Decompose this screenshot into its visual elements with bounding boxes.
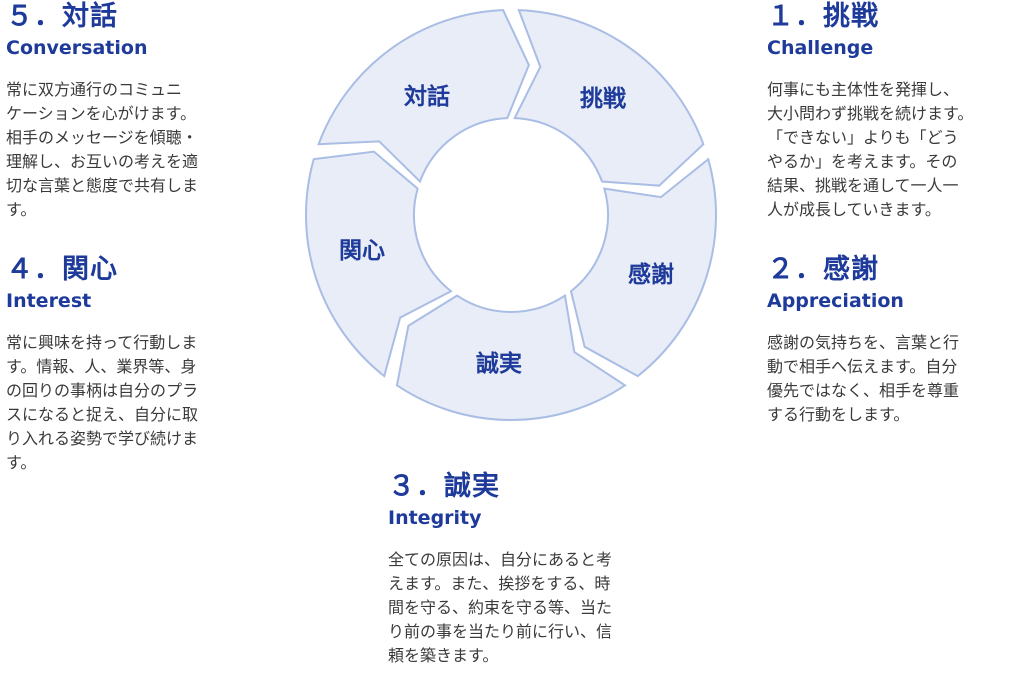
conversation-description: 常に双方通行のコミュニ ケーションを心がけます。 相手のメッセージを傾聴・ 理解… [6, 80, 199, 219]
conversation-heading: ５．対話 [6, 1, 118, 32]
cycle-label-integrity: 誠実 [476, 350, 522, 377]
integrity-subheading: Integrity [388, 507, 482, 529]
challenge-subheading: Challenge [767, 37, 874, 59]
value-block-conversation: ５．対話 Conversation 常に双方通行のコミュニ ケーションを心がけま… [6, 0, 256, 222]
cycle-segment-conversation [317, 9, 530, 184]
cycle-segment-appreciation [569, 157, 717, 378]
integrity-description: 全ての原因は、自分にあると考 えます。また、挨拶をする、時 間を守る、約束を守る… [388, 550, 613, 665]
interest-description: 常に興味を持って行動しま す。情報、人、業界等、身 の回りの事柄は自分のプラ ス… [6, 333, 199, 472]
appreciation-description: 感謝の気持ちを、言葉と行 動で相手へ伝えます。自分 優先ではなく、相手を尊重 す… [767, 333, 960, 424]
value-block-challenge: １．挑戦 Challenge 何事にも主体性を発揮し、 大小問わず挑戦を続けます… [767, 0, 1022, 222]
cycle-label-interest: 関心 [339, 238, 385, 264]
challenge-description: 何事にも主体性を発揮し、 大小問わず挑戦を続けます。 「できない」よりも「どう … [767, 80, 974, 219]
cycle-label-challenge: 挑戦 [580, 86, 626, 112]
challenge-heading: １．挑戦 [767, 1, 879, 32]
interest-subheading: Interest [6, 290, 92, 312]
cycle-label-conversation: 対話 [404, 83, 450, 110]
conversation-subheading: Conversation [6, 37, 148, 59]
value-block-appreciation: ２．感謝 Appreciation 感謝の気持ちを、言葉と行 動で相手へ伝えます… [767, 253, 1022, 427]
cycle-segment-integrity [395, 293, 627, 421]
cycle-label-appreciation: 感謝 [628, 261, 674, 288]
appreciation-heading: ２．感謝 [767, 254, 879, 285]
cycle-segment-challenge [513, 9, 705, 187]
integrity-heading: ３．誠実 [388, 471, 500, 502]
appreciation-subheading: Appreciation [767, 290, 904, 312]
interest-heading: ４．関心 [6, 254, 118, 285]
value-block-interest: ４．関心 Interest 常に興味を持って行動しま す。情報、人、業界等、身 … [6, 253, 256, 475]
value-block-integrity: ３．誠実 Integrity 全ての原因は、自分にあると考 えます。また、挨拶を… [388, 470, 688, 668]
cycle-segment-interest [305, 150, 453, 378]
